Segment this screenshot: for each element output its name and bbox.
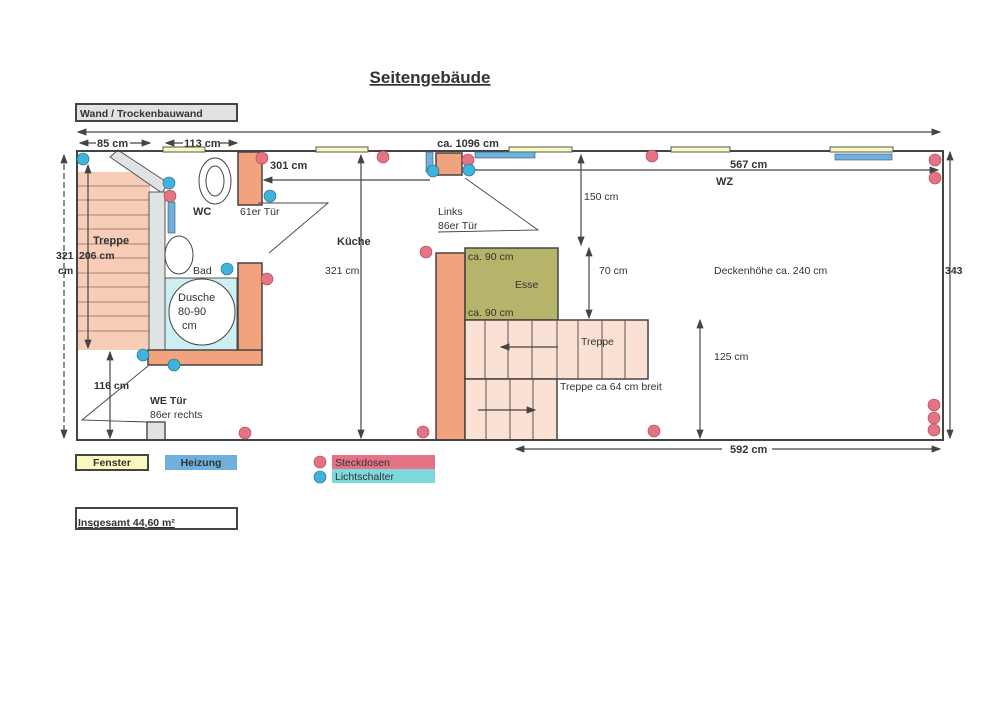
socket-icon — [645, 149, 659, 163]
drywall-bath — [148, 191, 166, 351]
sink-icon — [164, 235, 194, 275]
legend-sockets: Steckdosen — [313, 455, 435, 469]
socket-icon — [928, 171, 942, 185]
legend-wall: Wand / Trockenbauwand — [75, 103, 238, 122]
dimension-343: 343 — [945, 265, 963, 277]
socket-icon — [376, 150, 390, 164]
esse-bottom-dim: ca. 90 cm — [468, 307, 514, 319]
esse-label: Esse — [515, 279, 539, 291]
socket-icon — [927, 423, 941, 437]
toilet-icon — [198, 157, 232, 205]
dimension-85: 85 cm — [97, 138, 128, 150]
light-switch-icon — [167, 358, 181, 372]
legend-switches: Lichtschalter — [313, 469, 435, 484]
dimension-321-left: 321 cm — [56, 250, 76, 277]
stair-width-label: Treppe ca 64 cm breit — [560, 381, 662, 393]
dimension-592: 592 cm — [730, 444, 768, 456]
door-we-label: WE Tür 86er rechts — [150, 395, 203, 421]
light-switch-icon — [263, 189, 277, 203]
room-wc: WC — [193, 206, 211, 218]
socket-icon — [927, 411, 941, 425]
shower-label: Dusche 80-90 cm — [178, 292, 218, 332]
light-switch-icon — [426, 164, 440, 178]
heating-bath — [167, 201, 176, 234]
door-pointer-lines — [80, 177, 540, 423]
esse — [464, 247, 559, 321]
total-area: Insgesamt 44,60 m² — [75, 507, 238, 530]
shower-tray — [168, 278, 236, 346]
dimension-321-kitchen: 321 cm — [325, 265, 360, 277]
ceiling-height: Deckenhöhe ca. 240 cm — [714, 265, 827, 277]
light-switches — [76, 152, 476, 372]
dimension-70: 70 cm — [599, 265, 628, 277]
legend-switches-label: Lichtschalter — [335, 471, 394, 483]
dimension-total: ca. 1096 cm — [437, 138, 499, 150]
room-wz: WZ — [716, 176, 733, 188]
socket-icon — [647, 424, 661, 438]
sockets — [163, 149, 942, 440]
socket-icon — [238, 426, 252, 440]
socket-icon — [163, 189, 177, 203]
door-links-label: Links 86er Tür — [438, 206, 478, 232]
light-switch-icon — [220, 262, 234, 276]
legend-window: Fenster — [75, 454, 149, 471]
socket-icon — [260, 272, 274, 286]
drywall-door — [146, 421, 166, 441]
socket-icon — [928, 153, 942, 167]
total-area-label: Insgesamt 44,60 m² — [78, 517, 175, 529]
legend-window-label: Fenster — [93, 457, 131, 469]
door-wc-label: 61er Tür — [240, 206, 280, 218]
light-switch-icon — [136, 348, 150, 362]
stair-middle-label: Treppe — [581, 336, 614, 348]
legend-sockets-label: Steckdosen — [335, 457, 390, 469]
light-switch-icon — [462, 163, 476, 177]
dimension-301: 301 cm — [270, 160, 308, 172]
dimension-206: 206 cm — [79, 250, 115, 262]
dimension-125: 125 cm — [714, 351, 749, 363]
socket-icon — [419, 245, 433, 259]
dimension-lines — [60, 150, 954, 453]
heaters — [425, 151, 893, 173]
room-kueche: Küche — [337, 236, 371, 248]
esse-top-dim: ca. 90 cm — [468, 251, 514, 263]
page-title: Seitengebäude — [370, 68, 491, 87]
socket-icon — [313, 455, 327, 469]
light-switch-icon — [76, 152, 90, 166]
light-switch-icon — [162, 176, 176, 190]
legend-wall-label: Wand / Trockenbauwand — [80, 108, 203, 120]
room-bad: Bad — [193, 265, 212, 277]
stair-middle: Treppe Treppe ca 64 cm breit — [464, 319, 662, 441]
socket-icon — [416, 425, 430, 439]
stair-left-label: Treppe — [93, 235, 129, 247]
legend-heating: Heizung — [165, 455, 237, 470]
dimension-150: 150 cm — [584, 191, 619, 203]
light-switch-icon — [313, 470, 327, 484]
windows — [162, 146, 894, 153]
legend-heating-label: Heizung — [181, 457, 222, 469]
dimension-567: 567 cm — [730, 159, 768, 171]
socket-icon — [927, 398, 941, 412]
socket-icon — [255, 151, 269, 165]
